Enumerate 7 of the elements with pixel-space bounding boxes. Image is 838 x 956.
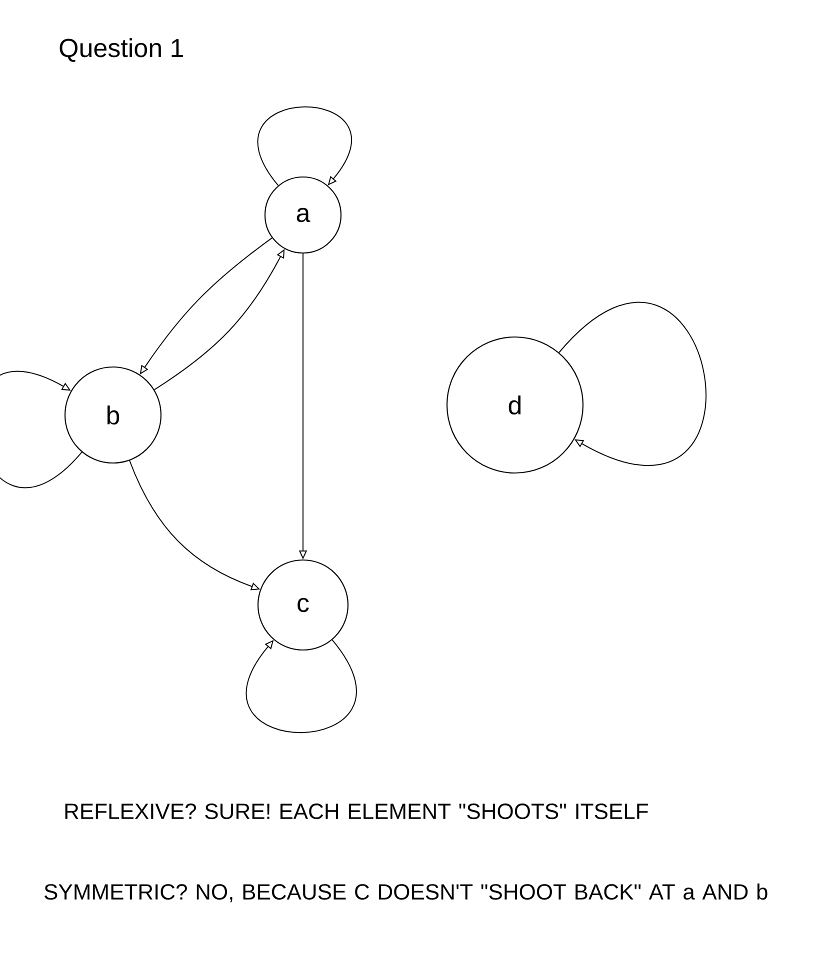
note-text: SYMMETRIC? NO, BECAUSE C DOESN'T "SHOOT BACK" AT a AND b	[44, 884, 768, 902]
self-loop-arrow	[246, 639, 357, 734]
self-loop-arrow	[558, 302, 706, 465]
self-loop-arrow	[257, 106, 352, 186]
title: Question 1	[60, 38, 183, 62]
self-loop-arrow	[0, 372, 82, 488]
note-text: REFLEXIVE? SURE! EACH ELEMENT "SHOOTS" ITSELF	[65, 804, 648, 820]
